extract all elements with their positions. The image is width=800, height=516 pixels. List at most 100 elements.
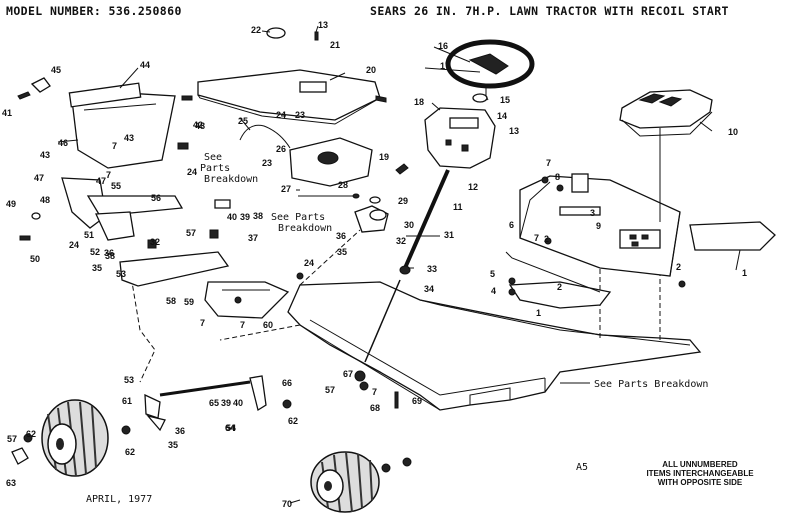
part-label-24b: 24 bbox=[187, 167, 197, 177]
part-label-34: 34 bbox=[424, 284, 434, 294]
part-label-7f: 7 bbox=[372, 387, 377, 397]
seat bbox=[619, 89, 713, 137]
part-label-28: 28 bbox=[338, 180, 348, 190]
part-label-40: 40 bbox=[227, 212, 237, 222]
part-label-30: 30 bbox=[404, 220, 414, 230]
part-callouts: 1 1 2 2 2 3 4 5 6 7 7 7 7 7 7 7 8 9 10 1… bbox=[2, 20, 747, 509]
interchangeable-note-3: WITH OPPOSITE SIDE bbox=[658, 478, 743, 487]
steering-bracket bbox=[204, 281, 290, 319]
part-label-24: 24 bbox=[276, 110, 286, 120]
part-label-39: 39 bbox=[240, 212, 250, 222]
part-label-25: 25 bbox=[238, 116, 248, 126]
parts-note: Parts bbox=[200, 163, 230, 174]
part-label-15: 15 bbox=[500, 95, 510, 105]
part-label-67: 67 bbox=[343, 369, 353, 379]
part-label-17: 17 bbox=[440, 61, 450, 71]
date-footer: APRIL, 1977 bbox=[86, 494, 152, 505]
interchangeable-note-1: ALL UNNUMBERED bbox=[662, 460, 738, 469]
part-label-66: 66 bbox=[282, 378, 292, 388]
part-label-10: 10 bbox=[728, 127, 738, 137]
part-label-68: 68 bbox=[370, 403, 380, 413]
part-label-32: 32 bbox=[396, 236, 406, 246]
rear-wheel bbox=[310, 451, 380, 513]
part-label-32b: 32 bbox=[150, 237, 160, 247]
part-label-53b: 53 bbox=[124, 375, 134, 385]
rear-deck bbox=[508, 173, 776, 309]
hardware bbox=[11, 27, 686, 473]
part-label-42: 42 bbox=[193, 120, 203, 130]
part-label-7g: 7 bbox=[534, 233, 539, 243]
part-label-47b: 47 bbox=[96, 176, 106, 186]
part-label-41: 41 bbox=[2, 108, 12, 118]
front-axle bbox=[61, 177, 230, 287]
interchangeable-note-2: ITEMS INTERCHANGEABLE bbox=[646, 469, 754, 478]
part-label-39b: 39 bbox=[221, 398, 231, 408]
part-label-2b: 2 bbox=[557, 282, 562, 292]
part-label-48b: 48 bbox=[40, 195, 50, 205]
breakdown-note-2: Breakdown bbox=[278, 223, 332, 234]
part-label-36b: 36 bbox=[104, 248, 114, 258]
part-label-61: 61 bbox=[122, 396, 132, 406]
part-label-43: 43 bbox=[124, 133, 134, 143]
hood bbox=[197, 69, 381, 125]
part-label-20: 20 bbox=[366, 65, 376, 75]
part-label-9: 9 bbox=[596, 221, 601, 231]
part-label-31: 31 bbox=[444, 230, 454, 240]
part-label-38: 38 bbox=[253, 211, 263, 221]
main-frame bbox=[129, 229, 702, 411]
part-label-63: 63 bbox=[6, 478, 16, 488]
part-label-19: 19 bbox=[379, 152, 389, 162]
part-label-5: 5 bbox=[490, 269, 495, 279]
part-label-57b: 57 bbox=[325, 385, 335, 395]
leader-lines bbox=[57, 25, 741, 504]
part-label-59: 59 bbox=[184, 297, 194, 307]
part-label-62: 62 bbox=[125, 447, 135, 457]
part-label-36: 36 bbox=[336, 231, 346, 241]
fuel-tank bbox=[289, 137, 373, 187]
part-label-50: 50 bbox=[30, 254, 40, 264]
part-label-13b: 13 bbox=[509, 126, 519, 136]
breakdown-note: Breakdown bbox=[204, 174, 258, 185]
see-parts-breakdown-note: See Parts Breakdown bbox=[594, 379, 708, 390]
page-code: A5 bbox=[576, 462, 588, 473]
part-label-11: 11 bbox=[453, 202, 463, 212]
part-label-65: 65 bbox=[209, 398, 219, 408]
drag-link bbox=[144, 375, 267, 432]
part-label-23: 23 bbox=[295, 110, 305, 120]
steering-shaft bbox=[239, 124, 450, 382]
part-label-7b: 7 bbox=[112, 141, 117, 151]
part-label-35c: 35 bbox=[168, 440, 178, 450]
part-label-6: 6 bbox=[509, 220, 514, 230]
part-label-58: 58 bbox=[166, 296, 176, 306]
part-label-12: 12 bbox=[468, 182, 478, 192]
part-label-49: 49 bbox=[6, 199, 16, 209]
part-label-45: 45 bbox=[51, 65, 61, 75]
part-label-2c: 2 bbox=[544, 234, 549, 244]
part-label-69: 69 bbox=[412, 396, 422, 406]
part-label-1b: 1 bbox=[536, 308, 541, 318]
part-label-70: 70 bbox=[282, 499, 292, 509]
part-label-13: 13 bbox=[318, 20, 328, 30]
see-parts-note: See Parts bbox=[271, 212, 325, 223]
part-label-55: 55 bbox=[111, 181, 121, 191]
part-label-29: 29 bbox=[398, 196, 408, 206]
part-label-54: 54 bbox=[226, 423, 236, 433]
part-label-38b: 38 bbox=[105, 251, 115, 261]
part-label-27: 27 bbox=[281, 184, 291, 194]
part-label-7c: 7 bbox=[106, 170, 111, 180]
part-label-7d: 7 bbox=[200, 318, 205, 328]
part-label-53: 53 bbox=[116, 269, 126, 279]
part-label-35b: 35 bbox=[92, 263, 102, 273]
part-label-8: 8 bbox=[555, 172, 560, 182]
part-label-14: 14 bbox=[497, 111, 507, 121]
part-label-37: 37 bbox=[248, 233, 258, 243]
part-label-57: 57 bbox=[186, 228, 196, 238]
model-number: MODEL NUMBER: 536.250860 bbox=[6, 4, 182, 18]
part-label-23b: 23 bbox=[262, 158, 272, 168]
part-label-47: 47 bbox=[34, 173, 44, 183]
part-label-24d: 24 bbox=[304, 258, 314, 268]
part-label-26: 26 bbox=[276, 144, 286, 154]
part-label-44: 44 bbox=[140, 60, 150, 70]
part-label-52: 52 bbox=[90, 247, 100, 257]
part-label-64: 64 bbox=[225, 423, 235, 433]
